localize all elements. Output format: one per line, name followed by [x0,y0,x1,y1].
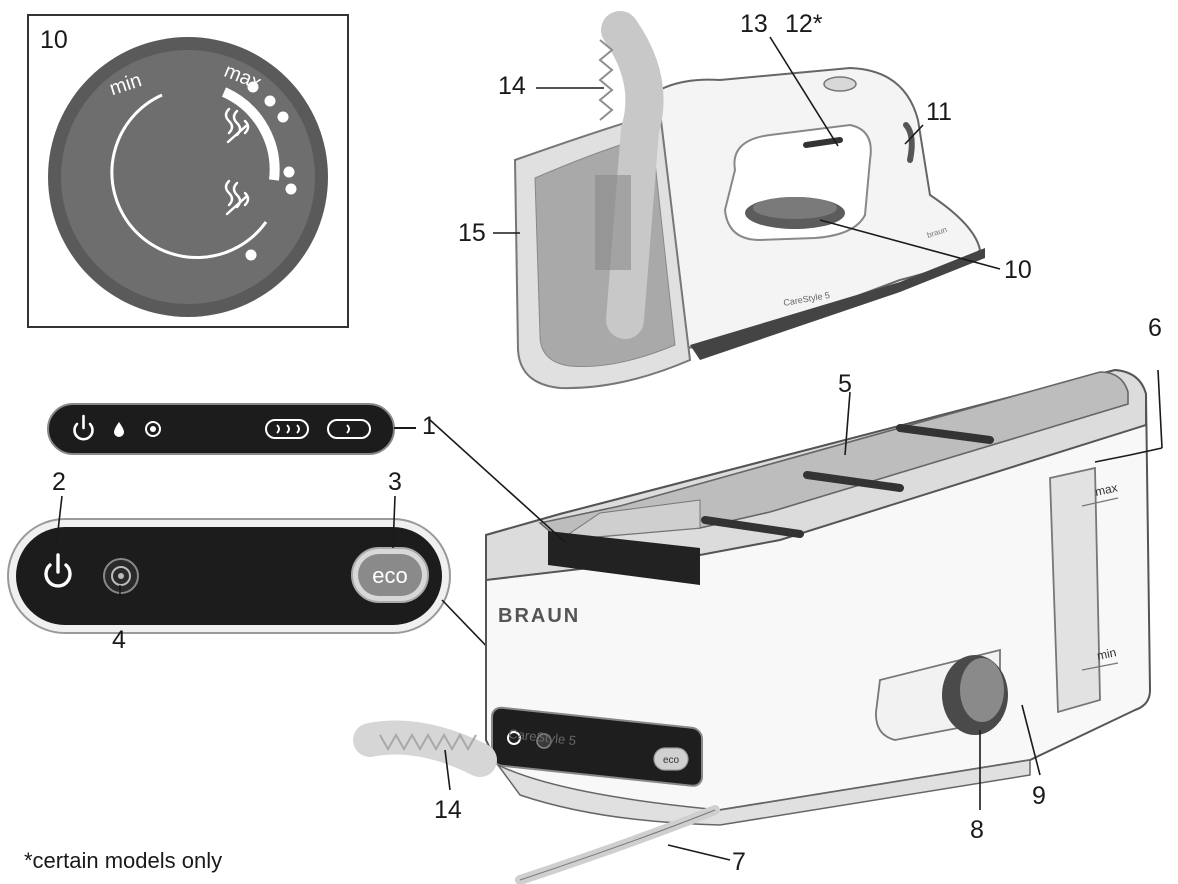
water-drop-icon [114,422,124,437]
base-mini-panel [491,706,703,787]
station-base: max min BRAUN eco CareStyle 5 [485,368,1152,884]
callout-2: 2 [52,468,66,496]
steam-eco-icon [327,419,371,439]
dial-dot [247,81,259,93]
footnote: *certain models only [24,848,223,873]
callout-14-top: 14 [498,72,526,100]
rest-pads [701,424,994,538]
base-foot [497,759,1031,826]
callout-4: 4 [112,626,126,654]
calc-clean-icon [145,421,161,437]
iron: CareStyle 5 braun [513,11,985,390]
dial-dot [283,166,295,178]
iron-soleplate [690,248,985,360]
cord-reel-button[interactable] [960,658,1004,722]
steam-hose-lower [353,720,497,777]
steam-hose-upper [601,11,664,339]
steam-high-icon [224,107,250,144]
dial-dot [277,111,289,123]
callout-7: 7 [732,848,746,876]
leader-lines [55,36,1163,861]
steam-max-icon [265,419,309,439]
base-model-label: CareStyle 5 [508,726,577,748]
callout-14-bottom: 14 [434,796,462,824]
power-icon [73,414,94,441]
mini-eco-label: eco [663,755,680,766]
callout-12: 12* [785,10,823,38]
eco-panel: eco [7,518,496,656]
iron-top-button[interactable] [823,76,857,92]
callout-13: 13 [740,10,768,38]
callout-11: 11 [926,98,952,126]
eco-button[interactable] [358,554,422,596]
tank-min-label: min [1096,645,1118,663]
callout-5: 5 [838,370,852,398]
callout-3: 3 [388,468,402,496]
callout-1: 1 [422,412,436,440]
inset-label: 10 [40,26,68,54]
dial-dot [264,95,276,107]
steam-low-icon [224,179,250,216]
callout-8: 8 [970,816,984,844]
callout-9: 9 [1032,782,1046,810]
callout-6: 6 [1148,314,1162,342]
inset-dial: min max [27,14,349,328]
control-strip [47,403,416,455]
eco-button-label: eco [372,563,407,588]
iron-side-button[interactable] [903,122,915,163]
eco-panel-body [16,527,442,625]
base-brand-logo: BRAUN [498,605,580,627]
panel-power-icon [44,553,72,588]
water-tank [1049,466,1101,714]
tank-max-label: max [1094,481,1119,499]
hose-sleeve [595,175,631,270]
dial-dot [285,183,297,195]
panel-calc-clean-icon [103,558,139,594]
dial-scale-arc [110,93,268,259]
control-strip-body [47,403,395,455]
dial-dot [245,249,257,261]
power-cord [515,805,720,884]
dial-max-arc [221,87,280,181]
callout-15: 15 [458,219,486,247]
iron-rest-plate [538,371,1129,541]
callout-10: 10 [1004,256,1032,284]
base-display-strip [548,531,700,585]
